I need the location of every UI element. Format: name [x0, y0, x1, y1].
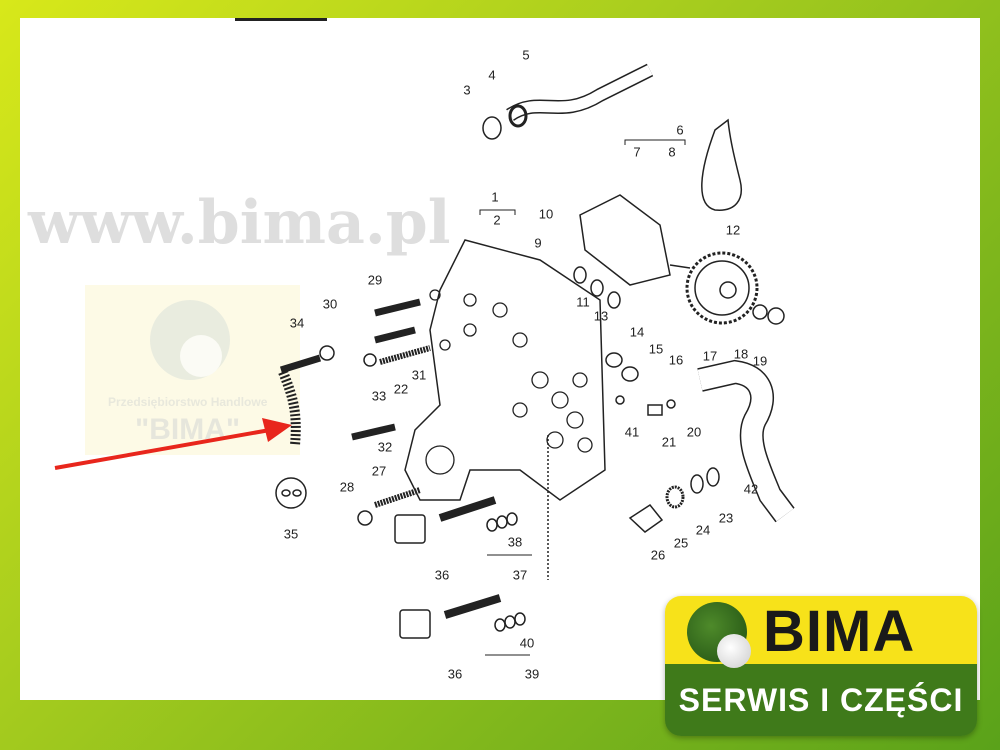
watermark-url: www.bima.pl — [28, 188, 451, 258]
gasket-35 — [275, 477, 307, 509]
pump-body — [579, 194, 671, 286]
callout-1: 1 — [491, 189, 499, 205]
bima-logo: BIMA SERWIS I CZĘŚCI — [665, 596, 977, 736]
callout-23: 23 — [718, 510, 734, 526]
nut-33 — [319, 345, 335, 361]
stud-27 — [374, 487, 421, 508]
callout-14: 14 — [629, 324, 645, 340]
callout-22: 22 — [393, 381, 409, 397]
watermark-name: "BIMA" — [135, 413, 241, 446]
callout-34: 34 — [289, 315, 305, 331]
callout-9: 9 — [534, 235, 542, 251]
callout-20: 20 — [686, 424, 702, 440]
callout-37: 37 — [512, 567, 528, 583]
callout-29: 29 — [367, 272, 383, 288]
callout-10: 10 — [538, 206, 554, 222]
callout-13: 13 — [593, 308, 609, 324]
callout-35: 35 — [283, 526, 299, 542]
nut-28 — [357, 510, 373, 526]
callout-17: 17 — [702, 348, 718, 364]
callout-16: 16 — [668, 352, 684, 368]
orings-40 — [494, 612, 526, 632]
callout-27: 27 — [371, 463, 387, 479]
callout-5: 5 — [522, 47, 530, 63]
callout-28: 28 — [339, 479, 355, 495]
watermark-company-line: Przedsiębiorstwo Handlowe — [108, 395, 268, 409]
callout-24: 24 — [695, 522, 711, 538]
callout-2: 2 — [493, 212, 501, 228]
callout-40: 40 — [519, 635, 535, 651]
logo-ball-icon — [717, 634, 751, 668]
ring-16 — [621, 366, 639, 382]
bolt-30 — [374, 326, 416, 344]
nut-19 — [767, 307, 785, 325]
callout-18: 18 — [733, 346, 749, 362]
stud-31 — [379, 345, 431, 365]
strainer-8 — [701, 118, 742, 211]
washer-18 — [752, 304, 768, 320]
callout-11: 11 — [576, 294, 590, 310]
orings-38 — [486, 512, 518, 532]
logo-brand: BIMA — [763, 599, 916, 664]
callout-42: 42 — [743, 481, 759, 497]
callout-31: 31 — [411, 367, 427, 383]
ring-3 — [482, 116, 502, 140]
ring-11 — [573, 266, 587, 284]
valve-26 — [628, 504, 664, 533]
watermark-logo-ball — [180, 335, 222, 377]
callout-26: 26 — [650, 547, 666, 563]
spring-25 — [665, 485, 685, 509]
top-divider — [235, 18, 327, 21]
callout-39: 39 — [524, 666, 540, 682]
callout-21: 21 — [661, 434, 677, 450]
callout-41: 41 — [624, 424, 640, 440]
callout-25: 25 — [673, 535, 689, 551]
callout-15: 15 — [648, 341, 664, 357]
seal-4 — [508, 104, 528, 128]
callout-6: 6 — [676, 122, 684, 138]
callout-4: 4 — [488, 67, 496, 83]
callout-3: 3 — [463, 82, 471, 98]
red-arrow-head — [262, 418, 292, 442]
solenoid-36a — [394, 514, 426, 544]
callout-12: 12 — [725, 222, 741, 238]
housing-holes — [425, 289, 593, 475]
ring-15 — [605, 352, 623, 368]
logo-top-band: BIMA — [665, 596, 977, 668]
plug-21 — [647, 404, 663, 416]
callout-36-lower: 36 — [447, 666, 463, 682]
washer-24 — [690, 474, 704, 494]
main-housing — [404, 239, 606, 501]
callout-32: 32 — [377, 439, 393, 455]
flex-pipe-35 — [278, 370, 301, 446]
callout-19: 19 — [752, 353, 768, 369]
callout-36: 36 — [434, 567, 450, 583]
callout-8: 8 — [668, 144, 676, 160]
callout-33: 33 — [371, 388, 387, 404]
callout-30: 30 — [322, 296, 338, 312]
bolt-32 — [351, 423, 396, 441]
ring-23 — [706, 467, 720, 487]
callout-7: 7 — [633, 144, 641, 160]
gear-17 — [685, 251, 759, 325]
logo-tagline: SERWIS I CZĘŚCI — [665, 664, 977, 736]
bolt-29 — [374, 298, 421, 317]
red-arrow — [54, 428, 271, 470]
solenoid-36b — [399, 609, 431, 639]
callout-38: 38 — [507, 534, 523, 550]
